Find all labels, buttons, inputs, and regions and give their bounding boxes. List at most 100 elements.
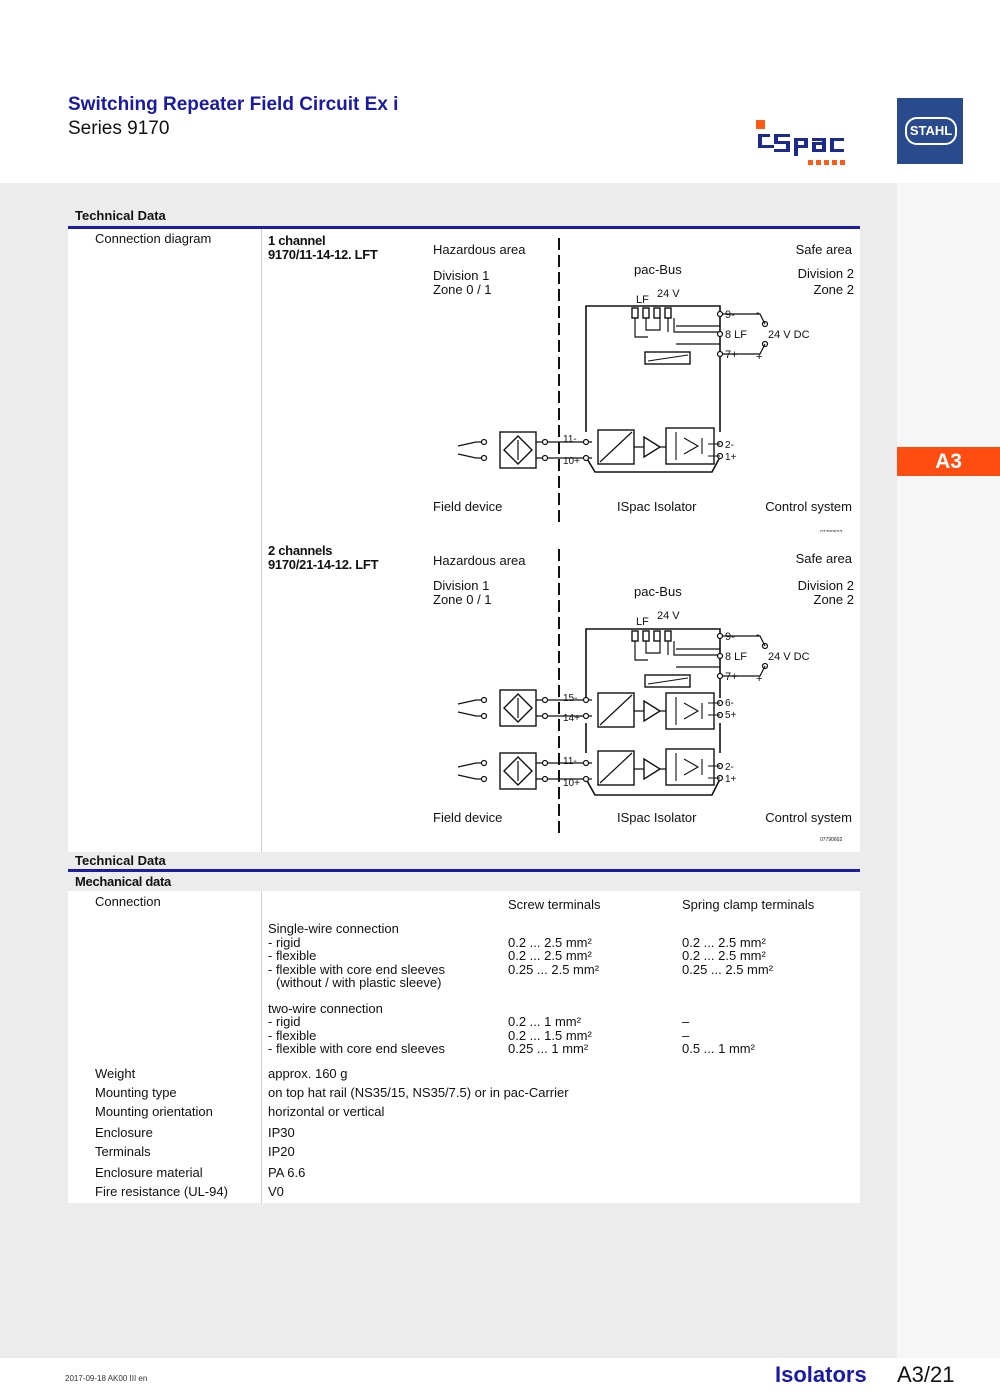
diagram1-hazardous: Hazardous area: [433, 242, 526, 257]
stahl-logo: STAHL: [897, 98, 963, 164]
diagram2-minus: -: [756, 629, 760, 641]
diagram2-t1: 1+: [725, 774, 737, 785]
diagram2-isolator: ISpac Isolator: [617, 810, 697, 825]
single-flexible: - flexible: [268, 948, 317, 963]
column-divider: [261, 229, 262, 852]
diagram2-t8: 8 LF: [725, 651, 747, 663]
two-sleeves: - flexible with core end sleeves: [268, 1041, 446, 1056]
diagram2-t9: 9-: [725, 631, 735, 643]
diagram2-field: Field device: [433, 810, 502, 825]
connection-diagram-label: Connection diagram: [95, 231, 212, 246]
mounting-type-value: on top hat rail (NS35/15, NS35/7.5) or i…: [268, 1085, 569, 1100]
diagram2-code: 07790602: [820, 837, 842, 843]
diagram2-plus: +: [756, 673, 762, 685]
single-screw-flexible: 0.2 ... 2.5 mm²: [508, 948, 592, 963]
diagram1-code: 07790602: [820, 530, 842, 532]
diagram2-t14: 14+: [563, 713, 580, 724]
diagram2-safe: Safe area: [796, 551, 853, 566]
diagram1-t1: 1+: [725, 452, 737, 463]
section-heading-2: Technical Data: [75, 853, 166, 868]
right-margin-strip: [897, 183, 1000, 1358]
two-spring-flexible: –: [682, 1028, 690, 1043]
diagram1-zone-left: Zone 0 / 1: [433, 282, 492, 297]
diagram2-zone-left: Zone 0 / 1: [433, 592, 492, 607]
ispac-logo: [756, 120, 860, 166]
diagram1-pacbus: pac-Bus: [634, 262, 682, 277]
footer-date: 2017-09-18 AK00 III en: [65, 1374, 148, 1383]
diagram1-t11: 11-: [563, 434, 577, 445]
two-wire-title: two-wire connection: [268, 1001, 383, 1016]
diagram1-safe: Safe area: [796, 242, 853, 257]
enclosure-material-value: PA 6.6: [268, 1165, 306, 1180]
mechanical-panel: [68, 891, 860, 1203]
mounting-type-label: Mounting type: [95, 1085, 177, 1100]
section-rule-2: [68, 869, 860, 872]
enclosure-label: Enclosure: [95, 1125, 153, 1140]
single-wire-title: Single-wire connection: [268, 921, 399, 936]
column-divider-2: [261, 891, 262, 1203]
two-spring-sleeves: 0.5 ... 1 mm²: [682, 1041, 755, 1056]
diagram1-t8: 8 LF: [725, 329, 747, 341]
single-screw-rigid: 0.2 ... 2.5 mm²: [508, 935, 592, 950]
diagram1-lf: LF: [636, 294, 649, 306]
diagram2-t7: 7+: [725, 671, 738, 683]
diagram2-hazardous: Hazardous area: [433, 553, 526, 568]
diagram2-pacbus: pac-Bus: [634, 584, 682, 599]
diagram1-plus: +: [756, 351, 762, 363]
footer-category: Isolators: [775, 1362, 867, 1387]
two-spring-rigid: –: [682, 1014, 690, 1029]
enclosure-value: IP30: [268, 1125, 295, 1140]
diagram1-24v: 24 V: [657, 288, 680, 300]
diagram2-t10: 10+: [563, 778, 580, 789]
diagram2-vdc: 24 V DC: [768, 651, 810, 663]
single-sleeves: - flexible with core end sleeves: [268, 962, 446, 977]
series-subtitle: Series 9170: [68, 118, 170, 139]
single-rigid: - rigid: [268, 935, 301, 950]
single-spring-rigid: 0.2 ... 2.5 mm²: [682, 935, 766, 950]
terminals-label: Terminals: [95, 1144, 151, 1159]
diagram2-channel: 2 channels: [268, 543, 333, 558]
diagram1-control: Control system: [765, 499, 852, 514]
two-screw-sleeves: 0.25 ... 1 mm²: [508, 1041, 589, 1056]
section-rule: [68, 226, 860, 229]
diagram2-24v: 24 V: [657, 610, 680, 622]
diagram1-zone-right: Zone 2: [814, 282, 854, 297]
fire-resistance-value: V0: [268, 1184, 284, 1199]
two-flexible: - flexible: [268, 1028, 317, 1043]
section-tab: A3: [897, 447, 1000, 476]
diagram2-control: Control system: [765, 810, 852, 825]
diagram1-channel: 1 channel: [268, 233, 326, 248]
two-rigid: - rigid: [268, 1014, 301, 1029]
single-screw-sleeves: 0.25 ... 2.5 mm²: [508, 962, 600, 977]
diagram1-div-left: Division 1: [433, 268, 489, 283]
diagram2-div-right: Division 2: [798, 578, 854, 593]
mounting-orientation-value: horizontal or vertical: [268, 1104, 385, 1119]
single-spring-flexible: 0.2 ... 2.5 mm²: [682, 948, 766, 963]
diagram2-zone-right: Zone 2: [814, 592, 854, 607]
diagram1-field: Field device: [433, 499, 502, 514]
section-heading: Technical Data: [75, 208, 166, 223]
single-sleeves-note: (without / with plastic sleeve): [276, 975, 442, 990]
diagram2-t15: 15-: [563, 693, 577, 704]
two-screw-flexible: 0.2 ... 1.5 mm²: [508, 1028, 592, 1043]
footer-page-number: A3/21: [897, 1362, 955, 1387]
weight-value: approx. 160 g: [268, 1066, 348, 1081]
diagram1-minus: -: [756, 307, 760, 319]
enclosure-material-label: Enclosure material: [95, 1165, 203, 1180]
diagram1-model: 9170/11-14-12. LFT: [268, 247, 378, 262]
diagram1-wiring: Hazardous area Safe area Division 1 Zone…: [433, 238, 854, 532]
diagram1-t7: 7+: [725, 349, 738, 361]
col-spring-terminals: Spring clamp terminals: [682, 897, 815, 912]
connection-label: Connection: [95, 894, 161, 909]
diagram1-t2: 2-: [725, 440, 734, 451]
single-spring-sleeves: 0.25 ... 2.5 mm²: [682, 962, 774, 977]
terminals-value: IP20: [268, 1144, 295, 1159]
fire-resistance-label: Fire resistance (UL-94): [95, 1184, 228, 1199]
diagram2-wiring: Hazardous area Safe area Division 1 Zone…: [433, 549, 854, 843]
col-screw-terminals: Screw terminals: [508, 897, 601, 912]
mounting-orientation-label: Mounting orientation: [95, 1104, 213, 1119]
diagram2-t11: 11-: [563, 756, 577, 767]
weight-label: Weight: [95, 1066, 136, 1081]
diagram1-div-right: Division 2: [798, 266, 854, 281]
diagram2-t2: 2-: [725, 762, 734, 773]
